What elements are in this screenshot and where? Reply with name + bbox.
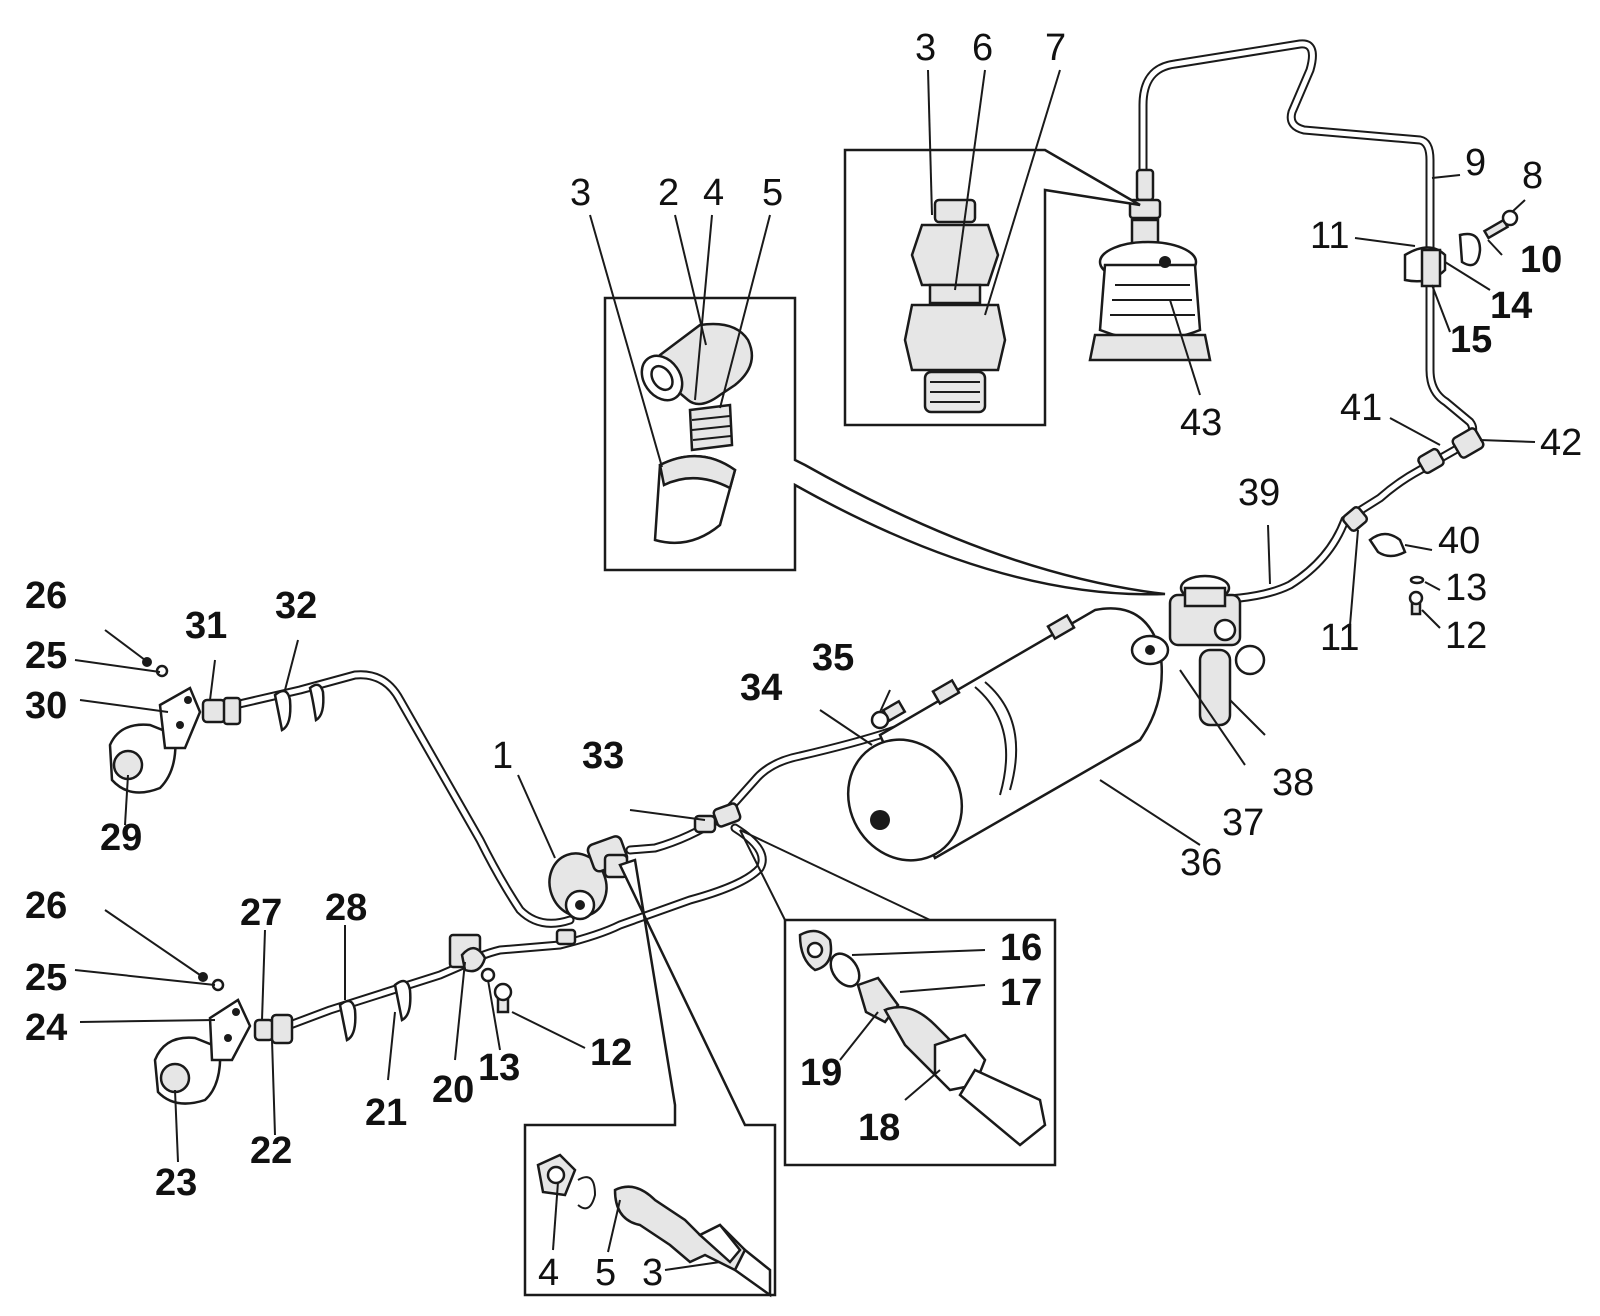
callout-label-19: 19 — [800, 1052, 842, 1094]
callout-label-12: 12 — [1445, 615, 1487, 657]
callout-label-3: 3 — [642, 1252, 663, 1294]
callout-label-18: 18 — [858, 1107, 900, 1149]
detail-box-union — [739, 829, 1057, 1167]
callout-label-28: 28 — [325, 887, 367, 929]
air-tank — [846, 607, 1164, 862]
callout-label-11: 11 — [1320, 617, 1359, 659]
callout-label-25: 25 — [25, 957, 67, 999]
detail-box-nut-fitting — [523, 858, 777, 1298]
callout-label-25: 25 — [25, 635, 67, 677]
callout-label-8: 8 — [1522, 155, 1543, 197]
callout-label-36: 36 — [1180, 842, 1222, 884]
callout-label-29: 29 — [100, 817, 142, 859]
callout-label-12: 12 — [590, 1032, 632, 1074]
callout-label-17: 17 — [1000, 972, 1042, 1014]
lower-coupling — [153, 933, 513, 1105]
callout-label-33: 33 — [582, 735, 624, 777]
callout-label-23: 23 — [155, 1162, 197, 1204]
callout-label-30: 30 — [25, 685, 67, 727]
brake-valve — [1088, 168, 1212, 362]
callout-label-6: 6 — [972, 27, 993, 69]
callout-label-11: 11 — [1310, 215, 1349, 257]
clamp-assembly-upper — [1403, 209, 1519, 288]
callout-label-35: 35 — [812, 637, 854, 679]
callout-label-4: 4 — [538, 1252, 559, 1294]
callout-label-34: 34 — [740, 667, 782, 709]
callout-label-26: 26 — [25, 575, 67, 617]
detail-box-elbow — [603, 296, 1166, 596]
callout-label-9: 9 — [1465, 142, 1486, 184]
callout-label-1: 1 — [492, 735, 513, 777]
callout-label-22: 22 — [250, 1130, 292, 1172]
callout-label-43: 43 — [1180, 402, 1222, 444]
main-control-valve — [1130, 574, 1266, 727]
callout-label-26: 26 — [25, 885, 67, 927]
relay-valve — [548, 835, 629, 946]
pipe-connectors — [1341, 427, 1485, 616]
callout-label-13: 13 — [1445, 567, 1487, 609]
callout-label-39: 39 — [1238, 472, 1280, 514]
callout-label-13: 13 — [478, 1047, 520, 1089]
callout-label-5: 5 — [595, 1252, 616, 1294]
callout-label-24: 24 — [25, 1007, 67, 1049]
callout-label-21: 21 — [365, 1092, 407, 1134]
callout-label-37: 37 — [1222, 802, 1264, 844]
callout-label-7: 7 — [1045, 27, 1066, 69]
callout-label-14: 14 — [1490, 285, 1532, 327]
callout-label-3: 3 — [915, 27, 936, 69]
callout-label-41: 41 — [1340, 387, 1382, 429]
callout-label-38: 38 — [1272, 762, 1314, 804]
callout-label-42: 42 — [1540, 422, 1582, 464]
callout-label-4: 4 — [703, 172, 724, 214]
callout-label-27: 27 — [240, 892, 282, 934]
callout-label-15: 15 — [1450, 319, 1492, 361]
callout-label-16: 16 — [1000, 927, 1042, 969]
callout-label-3: 3 — [570, 172, 591, 214]
callout-label-2: 2 — [658, 172, 679, 214]
callout-label-40: 40 — [1438, 520, 1480, 562]
upper-coupling — [108, 657, 325, 794]
callout-label-32: 32 — [275, 585, 317, 627]
callout-label-31: 31 — [185, 605, 227, 647]
callout-label-20: 20 — [432, 1069, 474, 1111]
callout-label-5: 5 — [762, 172, 783, 214]
callout-label-10: 10 — [1520, 239, 1562, 281]
leader-lines — [74, 69, 1536, 1271]
